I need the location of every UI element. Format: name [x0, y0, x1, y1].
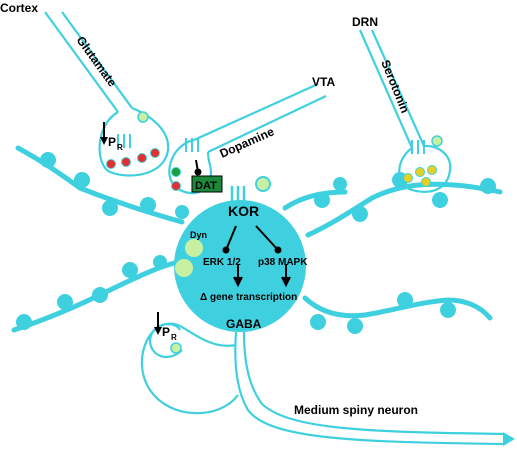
axon-arrowhead — [503, 432, 515, 446]
vesicle-red — [106, 159, 116, 169]
kor-label: KOR — [228, 203, 259, 219]
spine — [140, 197, 156, 213]
collateral-vesicle — [170, 342, 182, 354]
vesicle-red — [171, 181, 181, 191]
spine — [352, 206, 368, 222]
dopamine-terminal — [168, 82, 327, 195]
dyn-label: Dyn — [190, 230, 207, 240]
spine — [122, 262, 138, 278]
medium-spiny-neuron-label: Medium spiny neuron — [294, 403, 418, 417]
dyn-vesicle — [185, 239, 203, 257]
spine — [74, 172, 90, 188]
pr-arrows — [100, 122, 162, 335]
glutamate-vesicle — [137, 111, 149, 123]
spine — [92, 287, 108, 303]
soma — [174, 200, 306, 332]
gene-transcription-label: Δ gene transcription — [200, 292, 297, 303]
p38-label: p38 MAPK — [258, 257, 308, 268]
glutamate-receptor — [117, 134, 131, 148]
pr-sub-top: R — [117, 143, 123, 152]
serotonin-terminal — [358, 29, 452, 193]
gaba-label: GABA — [226, 317, 262, 331]
erk-label: ERK 1/2 — [203, 257, 241, 268]
glutamate-terminal — [44, 11, 170, 177]
spine — [153, 255, 167, 269]
vesicle-yellow — [415, 167, 425, 177]
dat-inhibitor-node — [194, 168, 202, 176]
spine — [57, 294, 73, 310]
dendrite-left-lower — [11, 259, 181, 333]
spine — [397, 292, 413, 308]
spine — [40, 152, 56, 168]
p38-node — [274, 246, 282, 254]
signaling-arrows — [225, 225, 291, 288]
vesicle-red — [150, 148, 160, 158]
dat-label: DAT — [195, 180, 217, 192]
spine — [333, 177, 347, 191]
spine — [432, 192, 448, 208]
pr-label-bottom: P — [162, 325, 170, 339]
vta-label: VTA — [312, 75, 335, 89]
gaba-axon — [234, 331, 515, 446]
drn-label: DRN — [352, 15, 378, 29]
vesicle-red — [121, 157, 131, 167]
vesicle-yellow — [403, 173, 413, 183]
serotonin-label: Serotonin — [378, 58, 412, 115]
dyn-vesicle-top — [255, 176, 271, 192]
vesicle-yellow — [421, 177, 431, 187]
kor-receptor — [230, 186, 246, 202]
spine — [102, 200, 118, 216]
spine — [314, 192, 330, 208]
pr-sub-bottom: R — [171, 333, 177, 342]
vesicle-yellow — [427, 165, 437, 175]
pr-label-top: P — [108, 135, 116, 149]
dat-box — [191, 175, 223, 193]
spine — [16, 314, 32, 330]
spine — [480, 178, 496, 194]
spine — [440, 302, 456, 318]
axon-collateral — [140, 322, 239, 415]
vesicle-red — [137, 153, 147, 163]
dendrite-top-right — [282, 189, 348, 211]
vesicle-green — [171, 167, 181, 177]
serotonin-receptor — [411, 140, 425, 154]
erk-node — [222, 246, 230, 254]
dyn-vesicle — [175, 259, 193, 277]
serotonin-vesicle — [431, 135, 443, 147]
spine — [310, 314, 326, 330]
dopamine-receptor — [185, 138, 199, 152]
spine — [175, 205, 189, 219]
spine — [347, 318, 363, 334]
cortex-label: Cortex — [0, 1, 38, 15]
dyn-vesicles — [175, 239, 203, 277]
dendritic-spines — [16, 152, 496, 334]
